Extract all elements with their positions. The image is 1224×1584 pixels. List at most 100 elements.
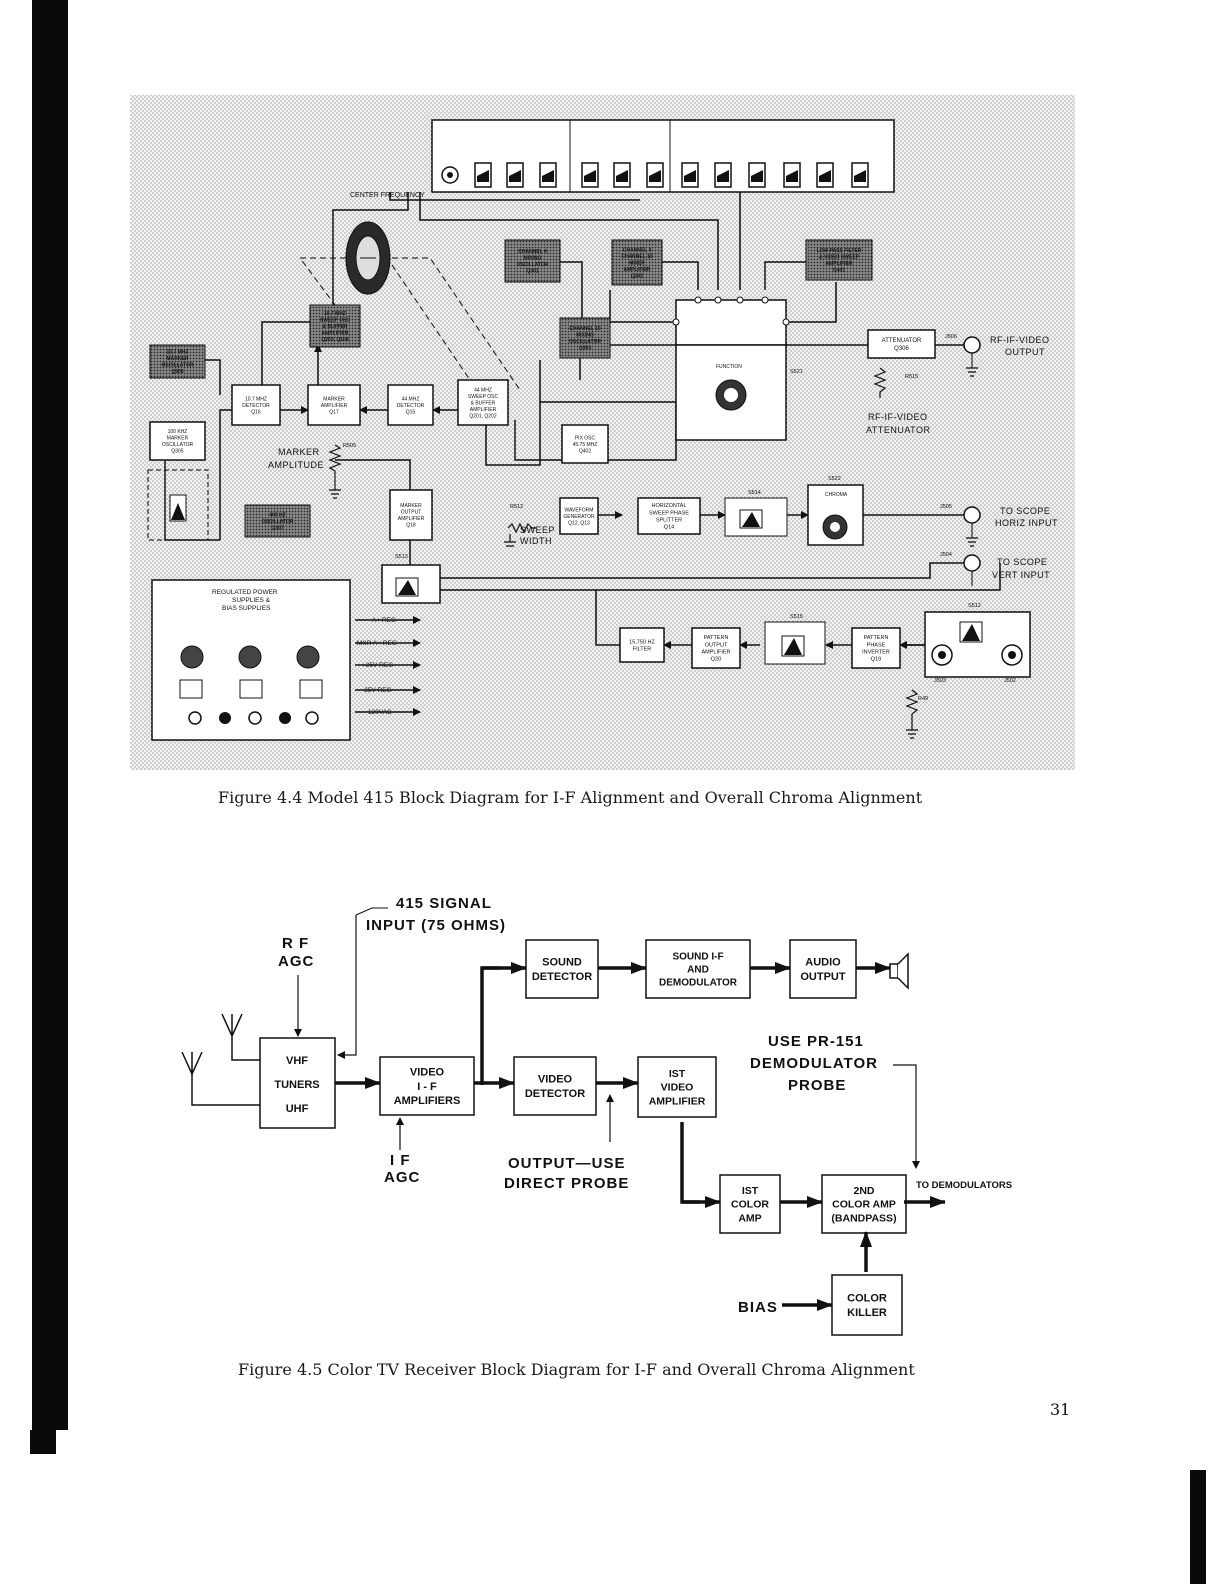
ref-label: R505 xyxy=(343,443,356,449)
output-probe-label-1: OUTPUT—USE xyxy=(508,1155,626,1172)
video-if-amplifiers-block-text: I - F xyxy=(417,1081,437,1093)
figure-4-5-caption: Figure 4.5 Color TV Receiver Block Diagr… xyxy=(238,1360,915,1379)
to-scope-vert-label-2: VERT INPUT xyxy=(992,570,1050,580)
sweep-osc-44-block-text: 44 MHZ xyxy=(474,387,492,393)
to-scope-vert-label-1: TO SCOPE xyxy=(997,557,1047,567)
rf-if-video-attenuator-label-2: ATTENUATOR xyxy=(866,425,931,435)
ref-label: S512 xyxy=(968,603,981,609)
pattern-phase-inverter-block-text: PATTERN xyxy=(864,635,889,641)
rf-if-video-output-label-1: RF-IF-VIDEO xyxy=(990,335,1050,345)
sweep-width-label-1: SWEEP xyxy=(520,525,555,535)
marker-output-amp-block-text: MARKER xyxy=(400,503,422,509)
power-supply-box xyxy=(151,579,351,741)
marker-osc-100k-block-text: 100 KHZ xyxy=(168,429,188,435)
toggle-lever xyxy=(854,170,866,182)
waveform-generator-block-text: GENERATOR xyxy=(563,514,595,520)
ch4-mixing-osc-block-text: CHANNEL 4 xyxy=(518,249,547,255)
ch4-mixing-osc-block-text: OSCILLATOR xyxy=(516,262,548,268)
horizontal-splitter-block-text: Q14 xyxy=(664,525,674,531)
video-detector-block-text: DETECTOR xyxy=(525,1088,585,1100)
filter-15750-block-text: FILTER xyxy=(633,647,652,653)
pattern-phase-inverter-block-text: PHASE xyxy=(867,642,886,648)
detector-10-7-block-text: DETECTOR xyxy=(242,403,270,409)
use-probe-label-2: DEMODULATOR xyxy=(750,1055,878,1072)
ref-label: J506 xyxy=(945,334,957,340)
marker-amplifier-block-text: MARKER xyxy=(323,396,345,402)
j505-connector-icon xyxy=(963,506,981,524)
ch10-mixing-osc-block-text: Q303 xyxy=(579,346,591,352)
sweep-osc-10-7-block-text: SWEEP OSC xyxy=(320,317,351,323)
ref-label: J503 xyxy=(934,678,946,684)
attenuator-block-text: ATTENUATOR xyxy=(882,338,922,344)
marker-switch-housing xyxy=(147,469,209,541)
toggle-lever xyxy=(786,170,798,182)
toggle-lever xyxy=(649,170,661,182)
sweep-osc-10-7-block-text: AMPLIFIER xyxy=(322,330,349,336)
sweep-osc-10-7-block-text: & BUFFER xyxy=(322,324,348,330)
ch4-mixer-amp-block-text: MIXER xyxy=(629,260,645,266)
horizontal-splitter-block-text: SPLITTER xyxy=(656,518,682,524)
rf-agc-label-1: R F xyxy=(282,935,309,952)
oscillator-400hz-block-text: OSCILLATOR xyxy=(261,519,293,525)
power-output-mkr-reg: MKR A+ REG xyxy=(357,640,397,647)
sound-if-demodulator-block-text: SOUND I-F xyxy=(672,952,723,963)
ch10-mixing-osc-block-text: MIXING xyxy=(576,333,594,339)
use-probe-label-3: PROBE xyxy=(788,1077,846,1094)
first-color-amp-block-text: IST xyxy=(742,1185,759,1197)
first-color-amp-block-text: COLOR xyxy=(731,1199,769,1211)
sweep-osc-44-block-text: SWEEP OSC xyxy=(468,394,499,400)
fig45-thin-arrows xyxy=(294,915,920,1169)
video-if-amplifiers-block-text: VIDEO xyxy=(410,1067,445,1079)
video-detector-block-text: VIDEO xyxy=(538,1074,573,1086)
if-agc-label-2: AGC xyxy=(384,1169,420,1186)
ref-label: R515 xyxy=(905,374,918,380)
detector-44-block-text: Q15 xyxy=(406,409,416,415)
color-killer-block-text: KILLER xyxy=(847,1307,887,1319)
if-agc-label-1: I F xyxy=(390,1152,411,1169)
speaker-icon xyxy=(889,952,909,990)
function-label: FUNCTION xyxy=(716,364,742,370)
filter-15750-block-text: 15,750 HZ xyxy=(629,639,655,645)
pix-osc-block-text: Q402 xyxy=(579,448,591,454)
low-pass-filter-block: LOW PASS FILTER& VIDEO SWEEPAMPLIFIERQ40… xyxy=(805,239,873,281)
rf-agc-label-2: AGC xyxy=(278,953,314,970)
marker-output-amp-block-text: OUTPUT xyxy=(401,510,422,516)
sweep-osc-10-7-block-text: Q203, Q104 xyxy=(321,337,348,343)
ch4-mixer-amp-block-text: Q302 xyxy=(631,273,643,279)
pix-osc-block-text: 45.75 MHZ xyxy=(573,442,598,448)
tuners-tuners-label: TUNERS xyxy=(274,1079,319,1091)
toggle-lever xyxy=(477,170,489,182)
pattern-phase-inverter-block-text: INVERTER xyxy=(862,650,890,656)
pattern-switch-box xyxy=(924,611,1031,678)
vertical-switch xyxy=(764,621,826,665)
ch10-mixing-osc-block-text: OSCILLATOR xyxy=(569,339,601,345)
sound-detector-block-text: SOUND xyxy=(542,957,582,969)
power-title-line2: SUPPLIES & xyxy=(232,597,271,604)
reference-designators: J506 R515 S521 R505 J505 S522 S514 R512 … xyxy=(343,334,1016,702)
function-switch-box: FUNCTION xyxy=(672,296,790,441)
ref-label: R512 xyxy=(510,504,523,510)
sweep-osc-44-block-text: AMPLIFIER xyxy=(470,407,497,413)
marker-amplitude-label-1: MARKER xyxy=(278,447,320,457)
power-output-a-reg: A+ REG xyxy=(372,617,396,624)
page-number: 31 xyxy=(1050,1400,1071,1419)
audio-output-block-text: AUDIO xyxy=(805,957,841,969)
marker-amplifier-block-text: Q17 xyxy=(329,409,339,415)
signal-input-label-2: INPUT (75 OHMS) xyxy=(366,917,506,934)
first-video-amplifier-block-text: AMPLIFIER xyxy=(649,1095,706,1107)
power-title-line3: BIAS SUPPLIES xyxy=(222,605,271,612)
ground-symbols xyxy=(329,367,978,739)
